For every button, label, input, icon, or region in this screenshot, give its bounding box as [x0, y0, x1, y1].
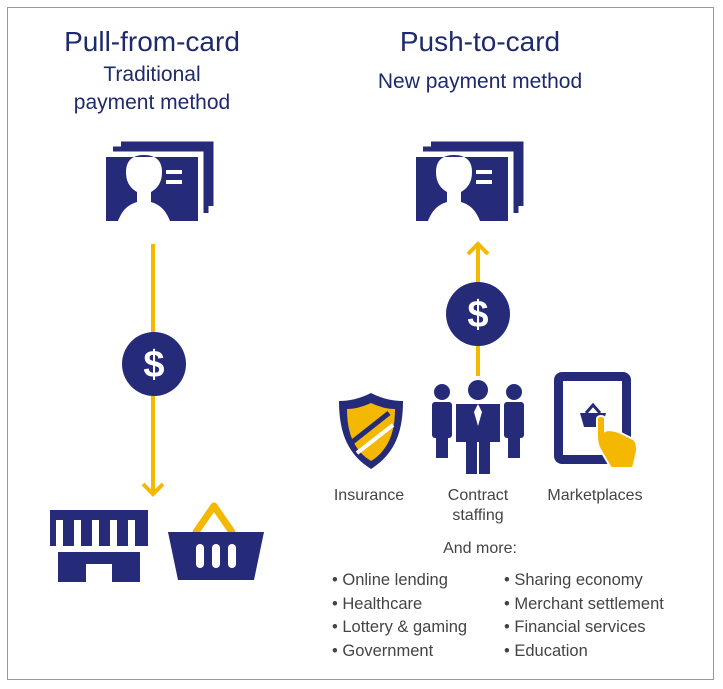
more-list-right: Sharing economy Merchant settlement Fina…: [504, 569, 664, 664]
diagram-frame: [7, 7, 714, 680]
list-item: Financial services: [504, 616, 664, 640]
tablet-shopping-icon: [554, 372, 639, 469]
category-label-contract-line2: staffing: [452, 507, 504, 524]
storefront-icon: [50, 510, 148, 582]
list-item: Online lending: [332, 569, 467, 593]
dollar-symbol: $: [143, 344, 164, 386]
category-label-contract-line1: Contract: [447, 487, 509, 504]
list-item: Lottery & gaming: [332, 616, 467, 640]
list-item: Education: [504, 640, 664, 664]
shopping-basket-icon: [168, 502, 264, 580]
right-title: Push-to-card: [399, 26, 561, 57]
dollar-coin-icon: $: [446, 282, 510, 346]
list-item: Sharing economy: [504, 569, 664, 593]
category-label-marketplaces: Marketplaces: [547, 487, 643, 504]
left-title: Pull-from-card: [64, 26, 240, 57]
more-list-left: Online lending Healthcare Lottery & gami…: [332, 569, 467, 663]
people-group-icon: [432, 380, 524, 474]
category-label-insurance: Insurance: [333, 487, 405, 504]
list-item: Merchant settlement: [504, 593, 663, 617]
card-with-person-icon: [416, 150, 526, 230]
left-subtitle-line1: Traditional: [103, 63, 201, 86]
dollar-coin-icon: $: [122, 332, 186, 396]
dollar-symbol: $: [467, 294, 488, 336]
shield-icon: [339, 393, 403, 469]
card-with-person-icon: [106, 150, 216, 230]
right-subtitle: New payment method: [377, 70, 583, 93]
list-item: Healthcare: [332, 593, 467, 617]
left-subtitle-line2: payment method: [73, 91, 231, 114]
list-item: Government: [332, 640, 467, 664]
and-more-heading: And more:: [443, 540, 517, 557]
